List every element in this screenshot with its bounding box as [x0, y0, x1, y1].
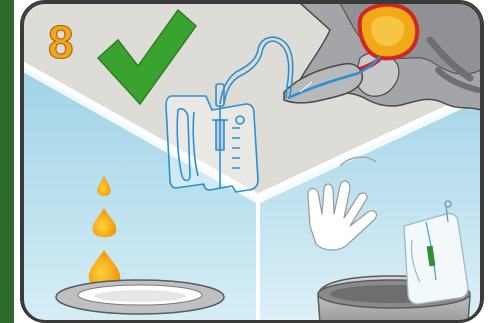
step-number: 8	[48, 16, 74, 68]
toilet-bowl	[56, 280, 224, 314]
side-strip	[0, 0, 14, 323]
step-number-label: 8	[48, 16, 74, 68]
